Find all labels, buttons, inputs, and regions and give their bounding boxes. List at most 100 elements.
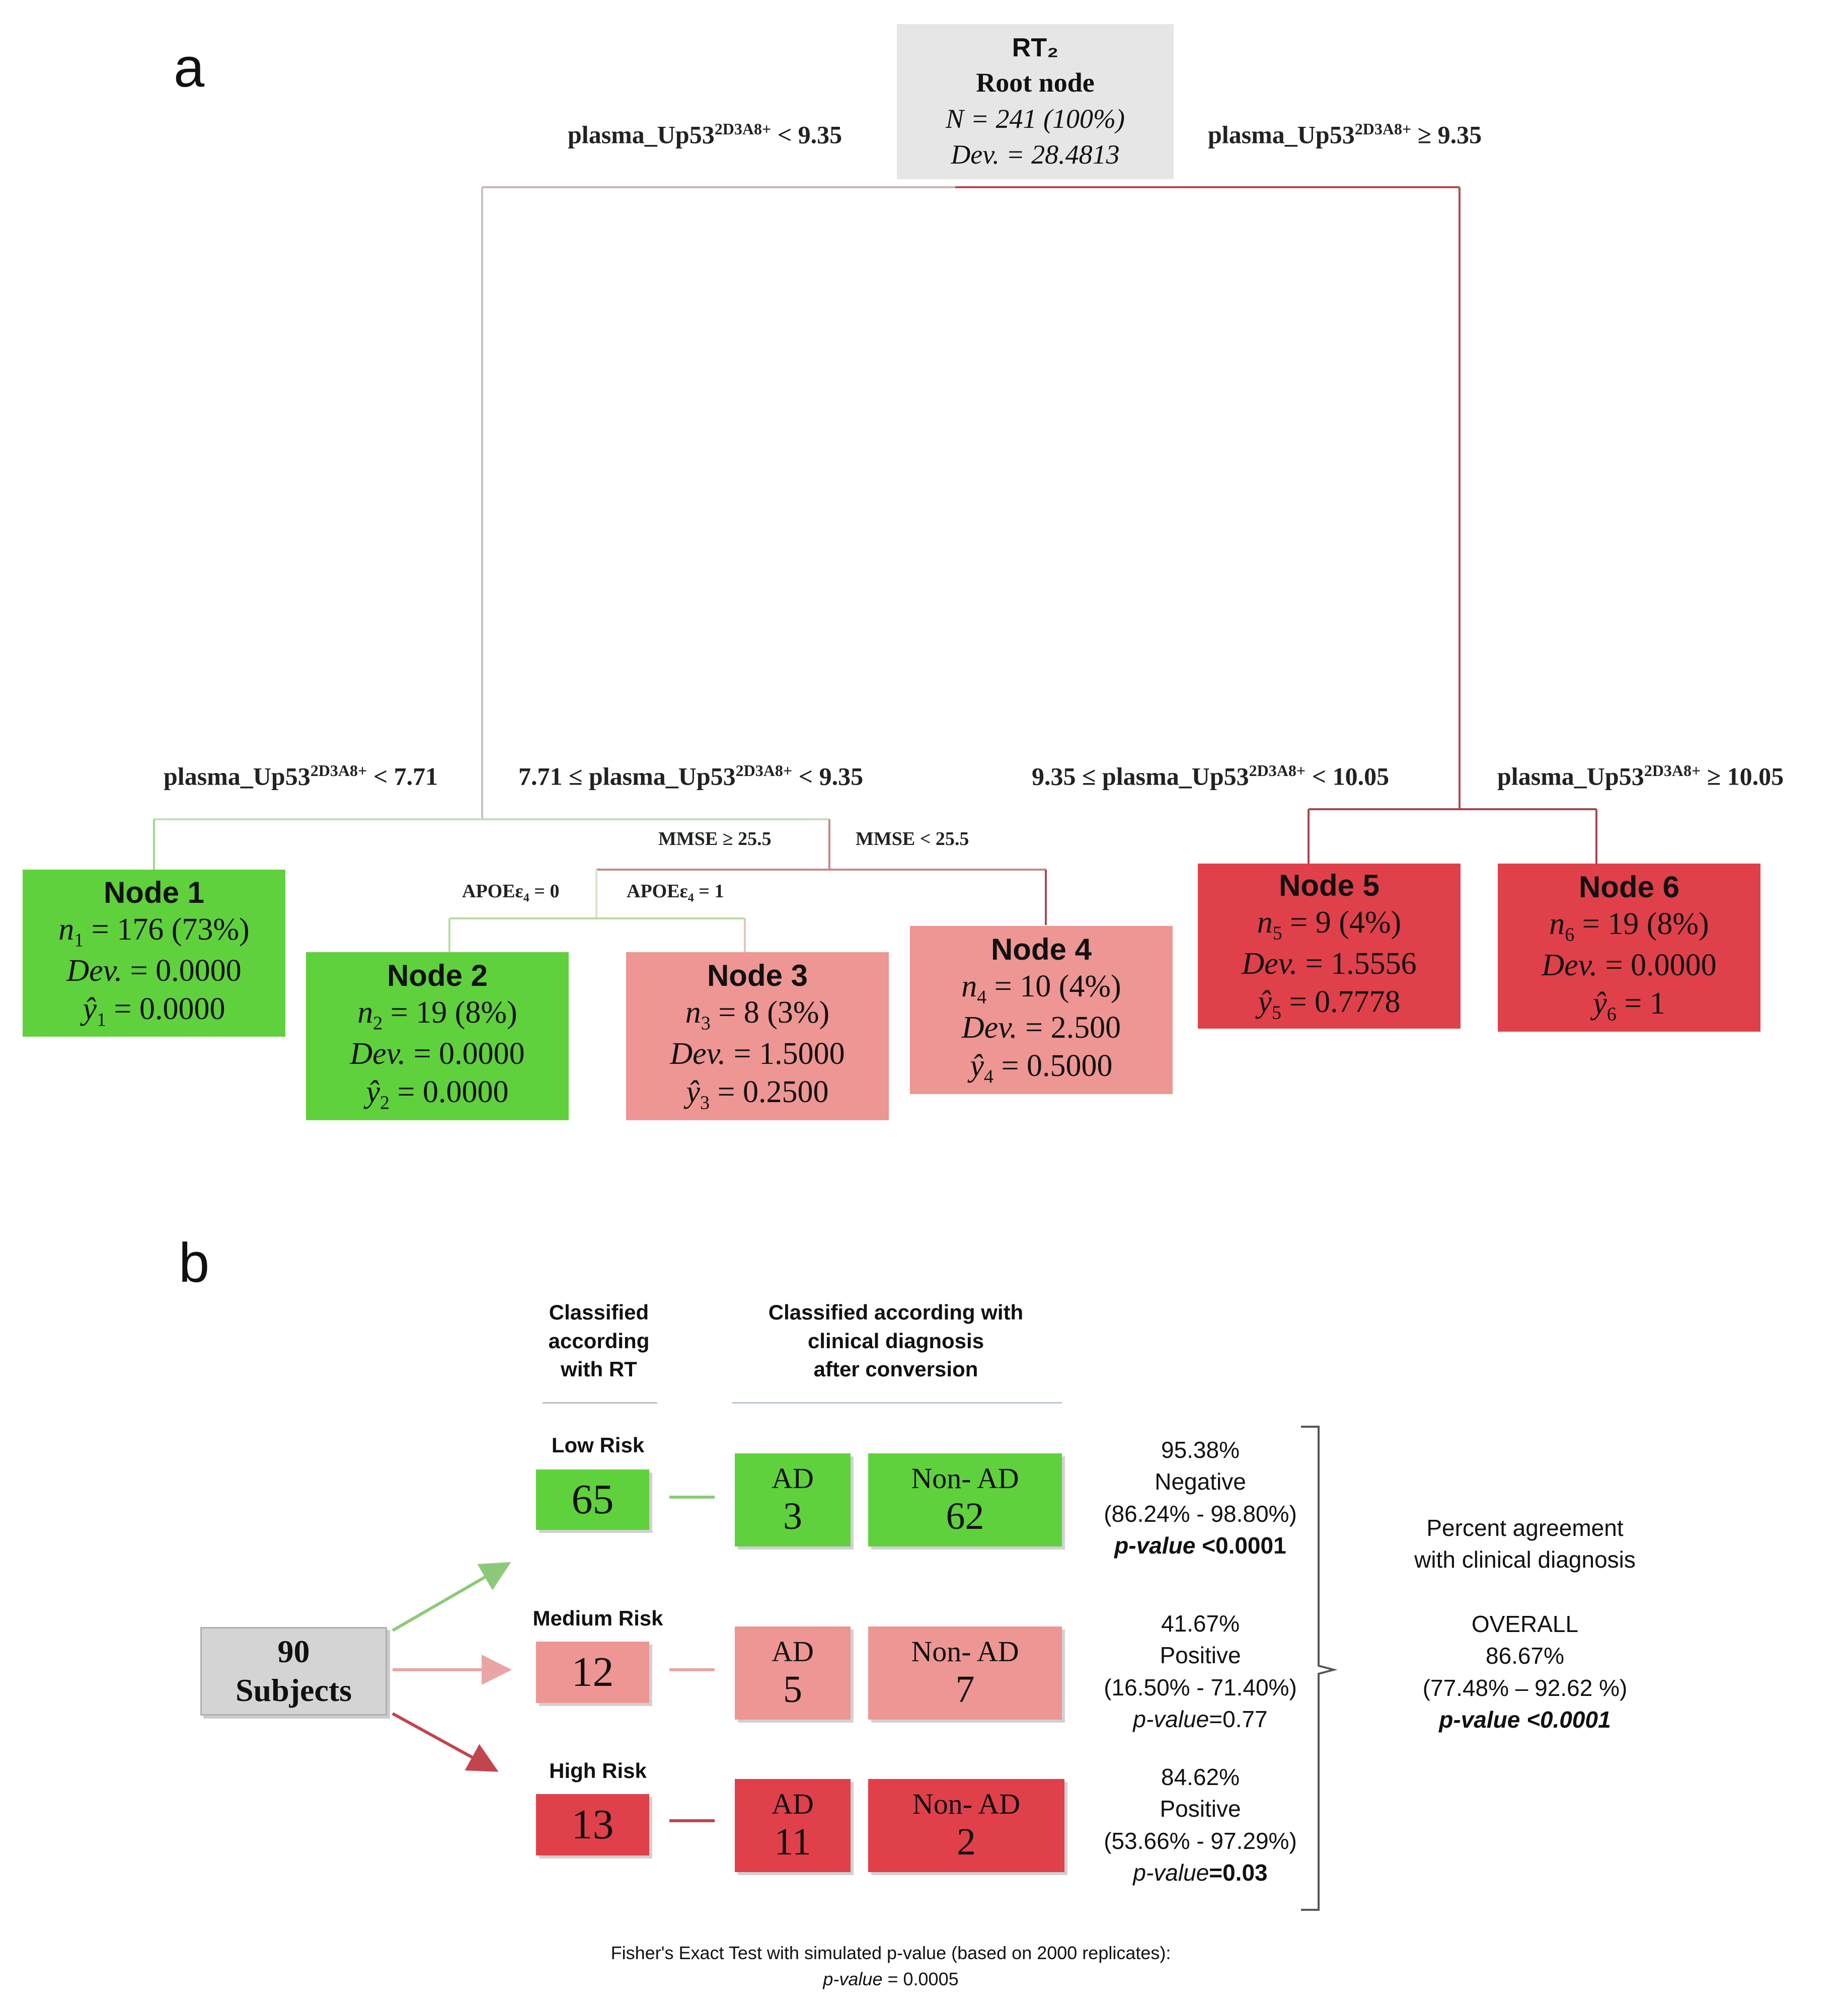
node-title: Node 5 <box>1278 869 1380 903</box>
stats-p: p-value=0.03 <box>1133 1859 1268 1886</box>
col-header-clinical-line: after conversion <box>813 1357 978 1381</box>
split-apoe-0: APOEε4 = 0 <box>462 881 560 905</box>
split-mmse-lt: MMSE < 25.5 <box>856 828 969 849</box>
subjects-box: 90 Subjects <box>200 1627 387 1716</box>
node-title: Node 2 <box>387 959 488 993</box>
node-n: n4 = 10 (4%) <box>961 969 1121 1008</box>
rt-count-value: 13 <box>571 1801 614 1848</box>
stats-kind: Positive <box>1160 1642 1241 1669</box>
col-header-rt-rule <box>543 1402 657 1404</box>
node-n: n2 = 19 (8%) <box>357 995 517 1034</box>
stats-low: 95.38% Negative (86.24% - 98.80%) p-valu… <box>1097 1434 1304 1562</box>
split-right-right: plasma_Up532D3A8+ ≥ 10.05 <box>1497 761 1784 791</box>
overall-line: with clinical diagnosis <box>1414 1546 1636 1573</box>
ad-box-low: AD 3 <box>735 1453 851 1546</box>
node-dev: Dev. = 0.0000 <box>66 954 242 988</box>
overall-pct: 86.67% <box>1485 1643 1564 1669</box>
overall-ci: (77.48% – 92.62 %) <box>1422 1674 1628 1701</box>
ad-label: AD <box>772 1635 814 1668</box>
stats-kind: Negative <box>1155 1468 1246 1495</box>
footer-p: p-value = 0.0005 <box>823 1969 959 1990</box>
ad-value: 5 <box>783 1668 802 1711</box>
ad-box-high: AD 11 <box>735 1779 851 1872</box>
node-yhat: ŷ2 = 0.0000 <box>366 1074 509 1114</box>
stats-kind: Positive <box>1160 1796 1241 1822</box>
nonad-value: 2 <box>957 1821 976 1864</box>
node-title: Node 4 <box>990 933 1092 967</box>
fisher-footer: Fisher's Exact Test with simulated p-val… <box>503 1940 1278 1992</box>
panel-b-connectors <box>392 1426 1338 1911</box>
root-dev: Dev. = 28.4813 <box>951 139 1120 170</box>
risk-label-high: High Risk <box>549 1759 647 1782</box>
ad-label: AD <box>772 1788 814 1821</box>
nonad-value: 62 <box>946 1495 984 1538</box>
node-yhat: ŷ6 = 1 <box>1593 986 1665 1025</box>
col-header-rt-line: Classified <box>549 1300 649 1324</box>
arrow-to-high <box>392 1712 499 1772</box>
stats-pct: 41.67% <box>1161 1610 1240 1637</box>
overall-line: Percent agreement <box>1426 1515 1624 1541</box>
risk-label-medium: Medium Risk <box>532 1606 663 1630</box>
col-header-rt-line: according <box>548 1329 650 1353</box>
subjects-label: Subjects <box>235 1672 352 1708</box>
tree-connectors <box>153 186 1597 952</box>
root-subtitle: Root node <box>976 67 1095 98</box>
col-header-rt-line: with RT <box>561 1357 637 1381</box>
nonad-label: Non- AD <box>911 1635 1019 1668</box>
node-title: Node 1 <box>103 876 205 910</box>
rt-count-value: 12 <box>571 1649 614 1695</box>
arrow-to-low <box>392 1562 511 1632</box>
split-root-left: plasma_Up532D3A8+ < 9.35 <box>568 120 842 149</box>
node-yhat: ŷ3 = 0.2500 <box>686 1074 829 1114</box>
stats-ci: (16.50% - 71.40%) <box>1104 1674 1297 1700</box>
col-header-clinical: Classified according with clinical diagn… <box>730 1298 1062 1384</box>
nonad-label: Non- AD <box>911 1462 1019 1495</box>
root-node: RT₂ Root node N = 241 (100%) Dev. = 28.4… <box>897 24 1174 179</box>
node-dev: Dev. = 0.0000 <box>350 1037 525 1071</box>
subjects-count: 90 <box>277 1634 310 1670</box>
node-5: Node 5 n5 = 9 (4%) Dev. = 1.5556 ŷ5 = 0.… <box>1198 864 1461 1029</box>
overall-spacer <box>1389 1576 1661 1608</box>
node-dev: Dev. = 1.5000 <box>670 1037 845 1071</box>
ad-box-medium: AD 5 <box>735 1626 851 1720</box>
node-dev: Dev. = 1.5556 <box>1242 947 1417 981</box>
footer-line: Fisher's Exact Test with simulated p-val… <box>610 1943 1171 1963</box>
node-4: Node 4 n4 = 10 (4%) Dev. = 2.500 ŷ4 = 0.… <box>910 926 1173 1094</box>
rt-count-high: 13 <box>536 1794 649 1855</box>
bracket <box>1301 1426 1338 1911</box>
node-n: n5 = 9 (4%) <box>1257 905 1402 944</box>
node-yhat: ŷ1 = 0.0000 <box>83 991 225 1031</box>
overall-line: OVERALL <box>1471 1610 1579 1637</box>
root-title: RT₂ <box>1012 33 1059 62</box>
nonad-label: Non- AD <box>912 1788 1021 1821</box>
rt-count-value: 65 <box>571 1476 614 1523</box>
panel-b-label: b <box>179 1232 210 1294</box>
node-yhat: ŷ4 = 0.5000 <box>970 1048 1113 1088</box>
node-2: Node 2 n2 = 19 (8%) Dev. = 0.0000 ŷ2 = 0… <box>306 952 569 1120</box>
col-header-clinical-line: clinical diagnosis <box>807 1329 984 1353</box>
overall-agreement: Percent agreement with clinical diagnosi… <box>1389 1512 1661 1736</box>
node-1: Node 1 n1 = 176 (73%) Dev. = 0.0000 ŷ1 =… <box>23 870 285 1037</box>
stats-ci: (53.66% - 97.29%) <box>1104 1827 1297 1854</box>
ad-label: AD <box>772 1462 814 1495</box>
nonad-box-high: Non- AD 2 <box>868 1779 1064 1872</box>
ad-value: 3 <box>783 1495 802 1538</box>
col-header-clinical-rule <box>732 1402 1062 1404</box>
split-apoe-1: APOEε4 = 1 <box>627 881 724 905</box>
panel-a-label: a <box>174 37 205 99</box>
stats-p: p-value=0.77 <box>1133 1706 1268 1733</box>
stats-medium: 41.67% Positive (16.50% - 71.40%) p-valu… <box>1097 1608 1304 1736</box>
rt-count-low: 65 <box>536 1469 649 1530</box>
node-title: Node 6 <box>1578 870 1680 904</box>
node-6: Node 6 n6 = 19 (8%) Dev. = 0.0000 ŷ6 = 1 <box>1498 864 1760 1032</box>
nonad-value: 7 <box>955 1668 975 1711</box>
stats-ci: (86.24% - 98.80%) <box>1104 1500 1297 1527</box>
nonad-box-medium: Non- AD 7 <box>868 1626 1062 1720</box>
stats-pct: 95.38% <box>1161 1437 1240 1463</box>
split-mmse-ge: MMSE ≥ 25.5 <box>658 828 772 849</box>
node-dev: Dev. = 0.0000 <box>1542 948 1717 983</box>
split-left-left: plasma_Up532D3A8+ < 7.71 <box>164 761 438 791</box>
split-left-right: 7.71 ≤ plasma_Up532D3A8+ < 9.35 <box>518 761 864 791</box>
node-n: n1 = 176 (73%) <box>58 912 250 951</box>
node-title: Node 3 <box>707 959 808 993</box>
